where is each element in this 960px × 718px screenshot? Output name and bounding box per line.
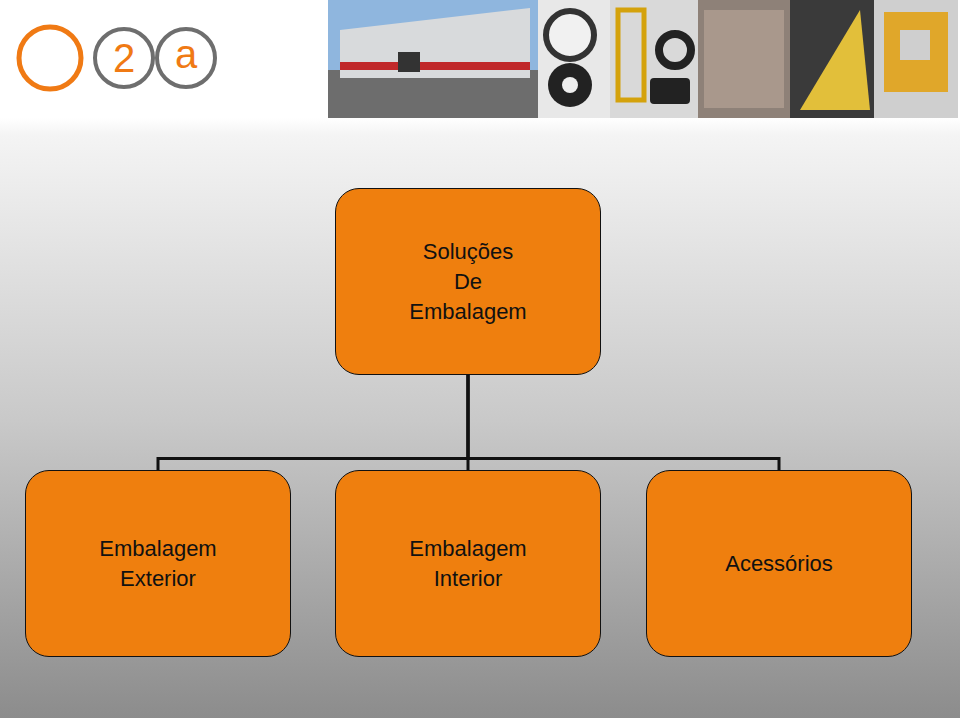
- tree-connector: [158, 375, 468, 470]
- box-label: Soluções De Embalagem: [409, 237, 526, 327]
- logo-letter: a: [156, 34, 216, 74]
- org-box: Embalagem Exterior: [25, 470, 291, 657]
- tree-connector: [468, 375, 779, 470]
- org-box: Embalagem Interior: [335, 470, 601, 657]
- org-box: Soluções De Embalagem: [335, 188, 601, 375]
- org-box: Acessórios: [646, 470, 912, 657]
- logo-circle: [95, 29, 153, 87]
- box-label: Embalagem Interior: [409, 534, 526, 594]
- box-label: Acessórios: [725, 549, 833, 579]
- logo-circle: [157, 29, 215, 87]
- logo-circle: [19, 27, 81, 89]
- photo-strip: [328, 0, 958, 118]
- logo-letter: 2: [94, 38, 154, 78]
- box-label: Embalagem Exterior: [99, 534, 216, 594]
